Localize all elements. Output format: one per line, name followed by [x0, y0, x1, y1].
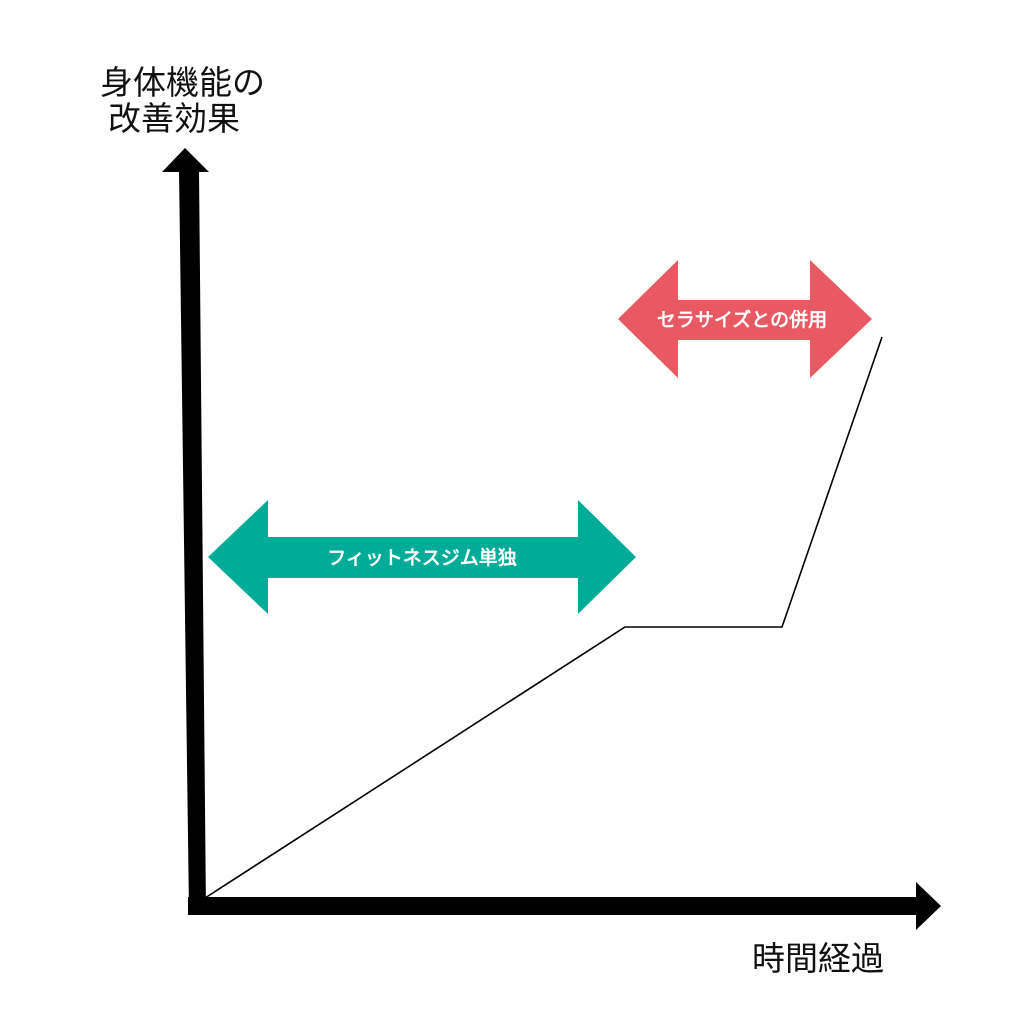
y-axis-arrowhead — [162, 148, 209, 172]
phase-arrow-gym-only — [208, 500, 636, 614]
x-axis-label: 時間経過 — [752, 939, 884, 978]
y-axis-label-line1: 身体機能の — [100, 63, 265, 102]
phase-label-combined: セラサイズとの併用 — [657, 308, 827, 331]
x-axis — [188, 897, 918, 915]
phase-arrow-combined — [618, 260, 872, 378]
x-axis-arrowhead — [916, 882, 941, 930]
phase-label-gym-only: フィットネスジム単独 — [327, 546, 517, 569]
y-axis-label-line2: 改善効果 — [108, 99, 240, 138]
y-axis — [179, 170, 206, 912]
trend-line — [204, 336, 883, 899]
